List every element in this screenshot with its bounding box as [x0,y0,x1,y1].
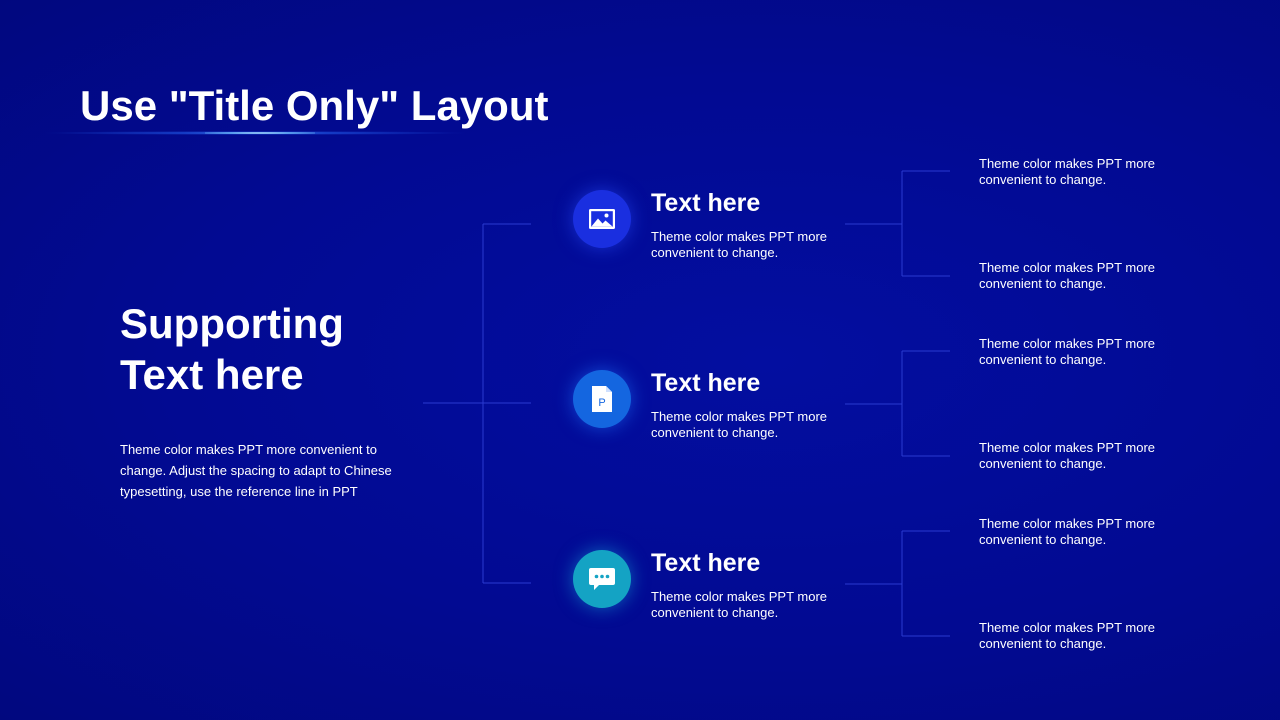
item-3-text: Theme color makes PPT more convenient to… [651,589,828,620]
item-3-leaf-2: Theme color makes PPT more convenient to… [979,620,1156,651]
svg-text:P: P [598,397,605,409]
document-icon: P [592,386,612,412]
item-2-icon-circle: P [573,370,631,428]
item-3-leaf-1: Theme color makes PPT more convenient to… [979,516,1156,547]
item-2-leaf-2: Theme color makes PPT more convenient to… [979,440,1156,471]
item-2-leaf-1: Theme color makes PPT more convenient to… [979,336,1156,367]
title-underline-highlight [205,132,315,134]
item-3-icon-circle [573,550,631,608]
supporting-title: Supporting Text here [120,300,344,398]
item-2-title: Text here [651,369,761,397]
item-1-text: Theme color makes PPT more convenient to… [651,229,828,260]
chat-icon [589,568,615,590]
image-icon [589,209,615,229]
item-1-title: Text here [651,189,761,217]
item-3-title: Text here [651,549,761,577]
item-1-leaf-2: Theme color makes PPT more convenient to… [979,260,1156,291]
slide-title: Use "Title Only" Layout [80,82,549,129]
supporting-body: Theme color makes PPT more convenient to… [120,442,392,499]
item-2-text: Theme color makes PPT more convenient to… [651,409,828,440]
item-1-leaf-1: Theme color makes PPT more convenient to… [979,156,1156,187]
item-1-icon-circle [573,190,631,248]
